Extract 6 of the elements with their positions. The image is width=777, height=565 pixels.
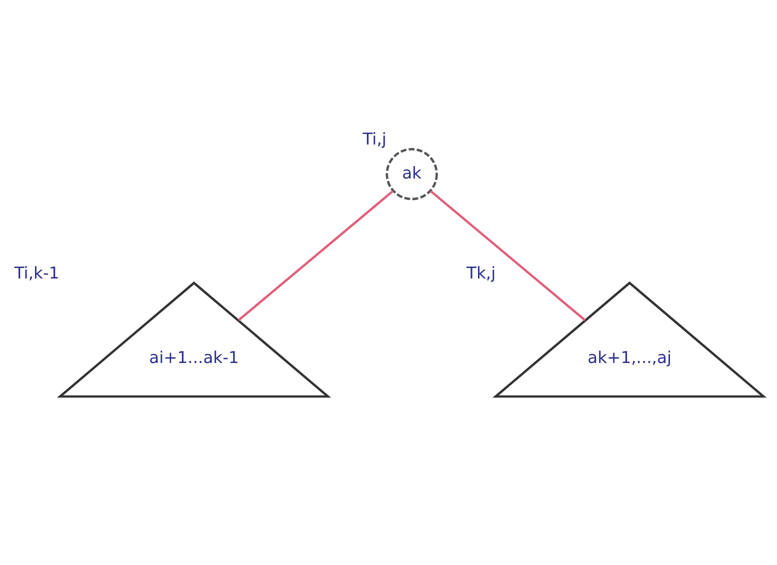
node-label: Ti,j bbox=[362, 129, 386, 148]
node-label: Ti,k-1 bbox=[14, 263, 60, 282]
connector bbox=[430, 190, 586, 321]
node-label: Tk,j bbox=[466, 263, 496, 282]
connector bbox=[238, 190, 394, 321]
node-circle: ak bbox=[386, 148, 438, 200]
